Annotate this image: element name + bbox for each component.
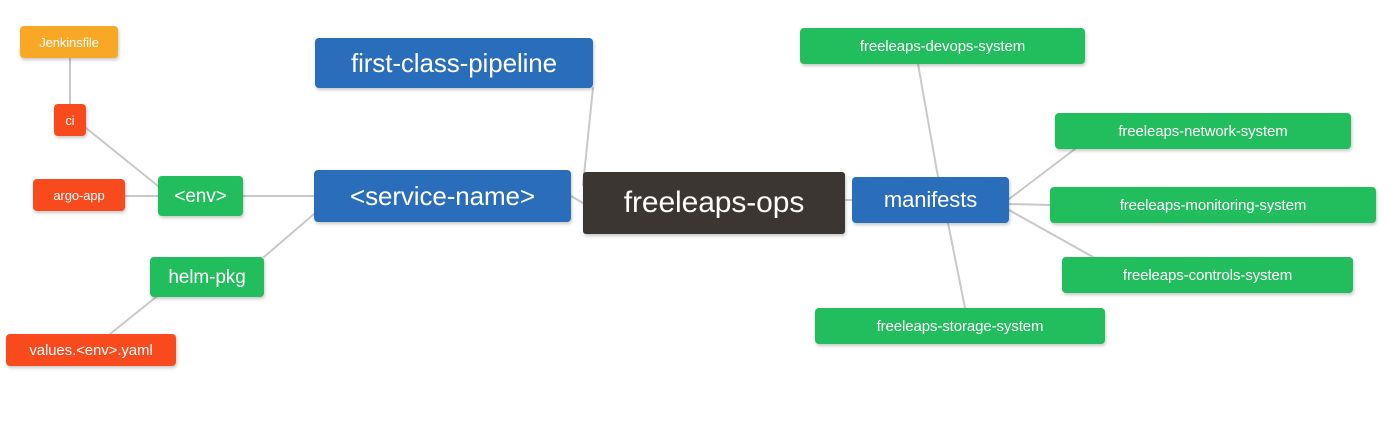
node-label-root: freeleaps-ops [623,186,805,219]
node-manifests[interactable]: manifests [852,177,1009,223]
node-controls-system[interactable]: freeleaps-controls-system [1062,257,1353,293]
node-label-monitoring-system: freeleaps-monitoring-system [1119,196,1307,214]
node-label-service-name: <service-name> [349,181,536,211]
node-storage-system[interactable]: freeleaps-storage-system [815,308,1105,344]
node-jenkinsfile[interactable]: Jenkinsfile [20,26,118,58]
node-network-system[interactable]: freeleaps-network-system [1055,113,1351,149]
edge-manifests-to-devops-system [917,63,939,178]
node-first-class-pipeline[interactable]: first-class-pipeline [315,38,593,88]
node-label-values-yaml: values.<env>.yaml [29,341,153,359]
node-helm-pkg[interactable]: helm-pkg [150,257,264,297]
node-env[interactable]: <env> [158,176,243,216]
edge-root-to-first-class-pipeline [582,87,594,186]
edge-root-to-service-name [570,195,584,204]
node-label-jenkinsfile: Jenkinsfile [39,34,99,50]
node-label-env: <env> [174,185,227,207]
edge-env-to-ci [85,127,159,187]
node-argo-app[interactable]: argo-app [33,179,125,211]
node-label-ci: ci [65,112,75,128]
node-ci[interactable]: ci [54,104,86,136]
node-label-storage-system: freeleaps-storage-system [876,317,1044,335]
node-root[interactable]: freeleaps-ops [583,172,845,234]
node-label-controls-system: freeleaps-controls-system [1122,266,1293,284]
node-label-helm-pkg: helm-pkg [168,266,246,288]
node-devops-system[interactable]: freeleaps-devops-system [800,28,1085,64]
node-values-yaml[interactable]: values.<env>.yaml [6,334,176,366]
edge-manifests-to-monitoring-system [1008,203,1051,206]
edge-service-name-to-helm-pkg [263,213,315,258]
node-label-network-system: freeleaps-network-system [1118,122,1288,140]
edge-manifests-to-storage-system [947,222,966,309]
node-service-name[interactable]: <service-name> [314,170,571,222]
node-monitoring-system[interactable]: freeleaps-monitoring-system [1050,187,1376,223]
node-label-first-class-pipeline: first-class-pipeline [350,48,558,78]
node-label-manifests: manifests [883,187,978,212]
node-label-argo-app: argo-app [53,187,105,203]
node-label-devops-system: freeleaps-devops-system [859,37,1026,55]
